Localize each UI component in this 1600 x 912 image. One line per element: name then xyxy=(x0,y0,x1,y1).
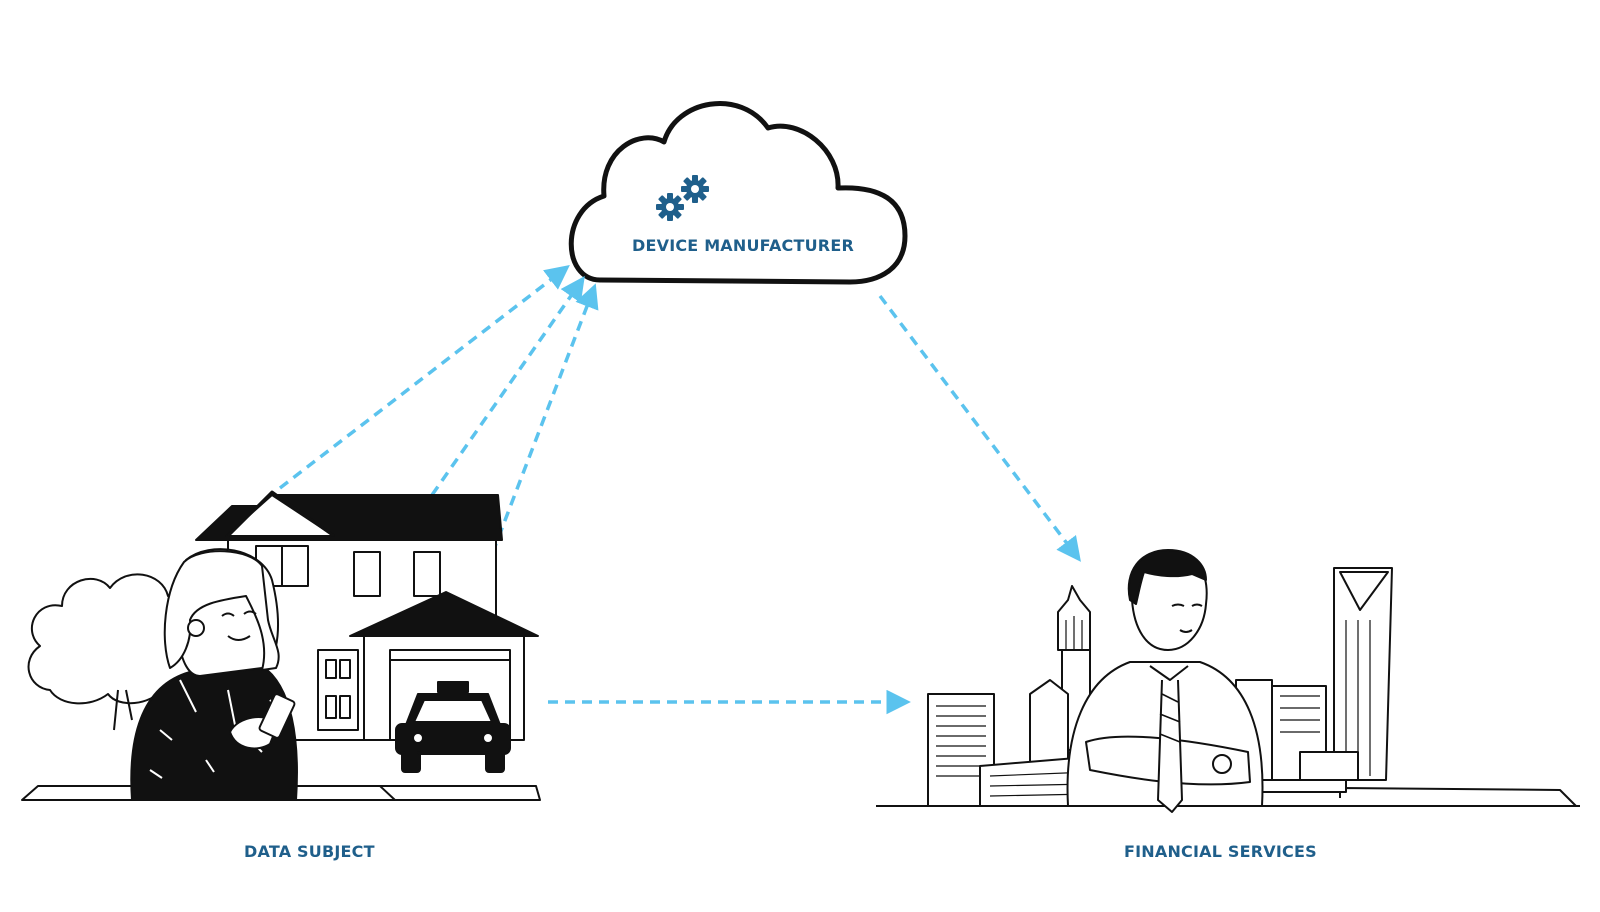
arrow-cloud-to-finance xyxy=(878,294,1081,562)
financial-services-illustration xyxy=(876,549,1580,813)
arrow-phone-to-cloud xyxy=(294,275,585,692)
man-arms-crossed xyxy=(1066,549,1264,813)
data-subject-label: DATA SUBJECT xyxy=(244,842,375,861)
arrow-house-to-cloud xyxy=(278,265,570,490)
data-subject-illustration xyxy=(21,490,541,801)
data-flow-arrows xyxy=(278,265,1081,715)
device-manufacturer-cloud xyxy=(568,101,908,285)
gears-icon xyxy=(656,175,709,221)
woman-with-phone xyxy=(130,548,298,801)
financial-services-label: FINANCIAL SERVICES xyxy=(1124,842,1317,861)
car-icon xyxy=(395,681,511,773)
device-manufacturer-label: DEVICE MANUFACTURER xyxy=(632,236,854,255)
tree xyxy=(27,573,202,731)
